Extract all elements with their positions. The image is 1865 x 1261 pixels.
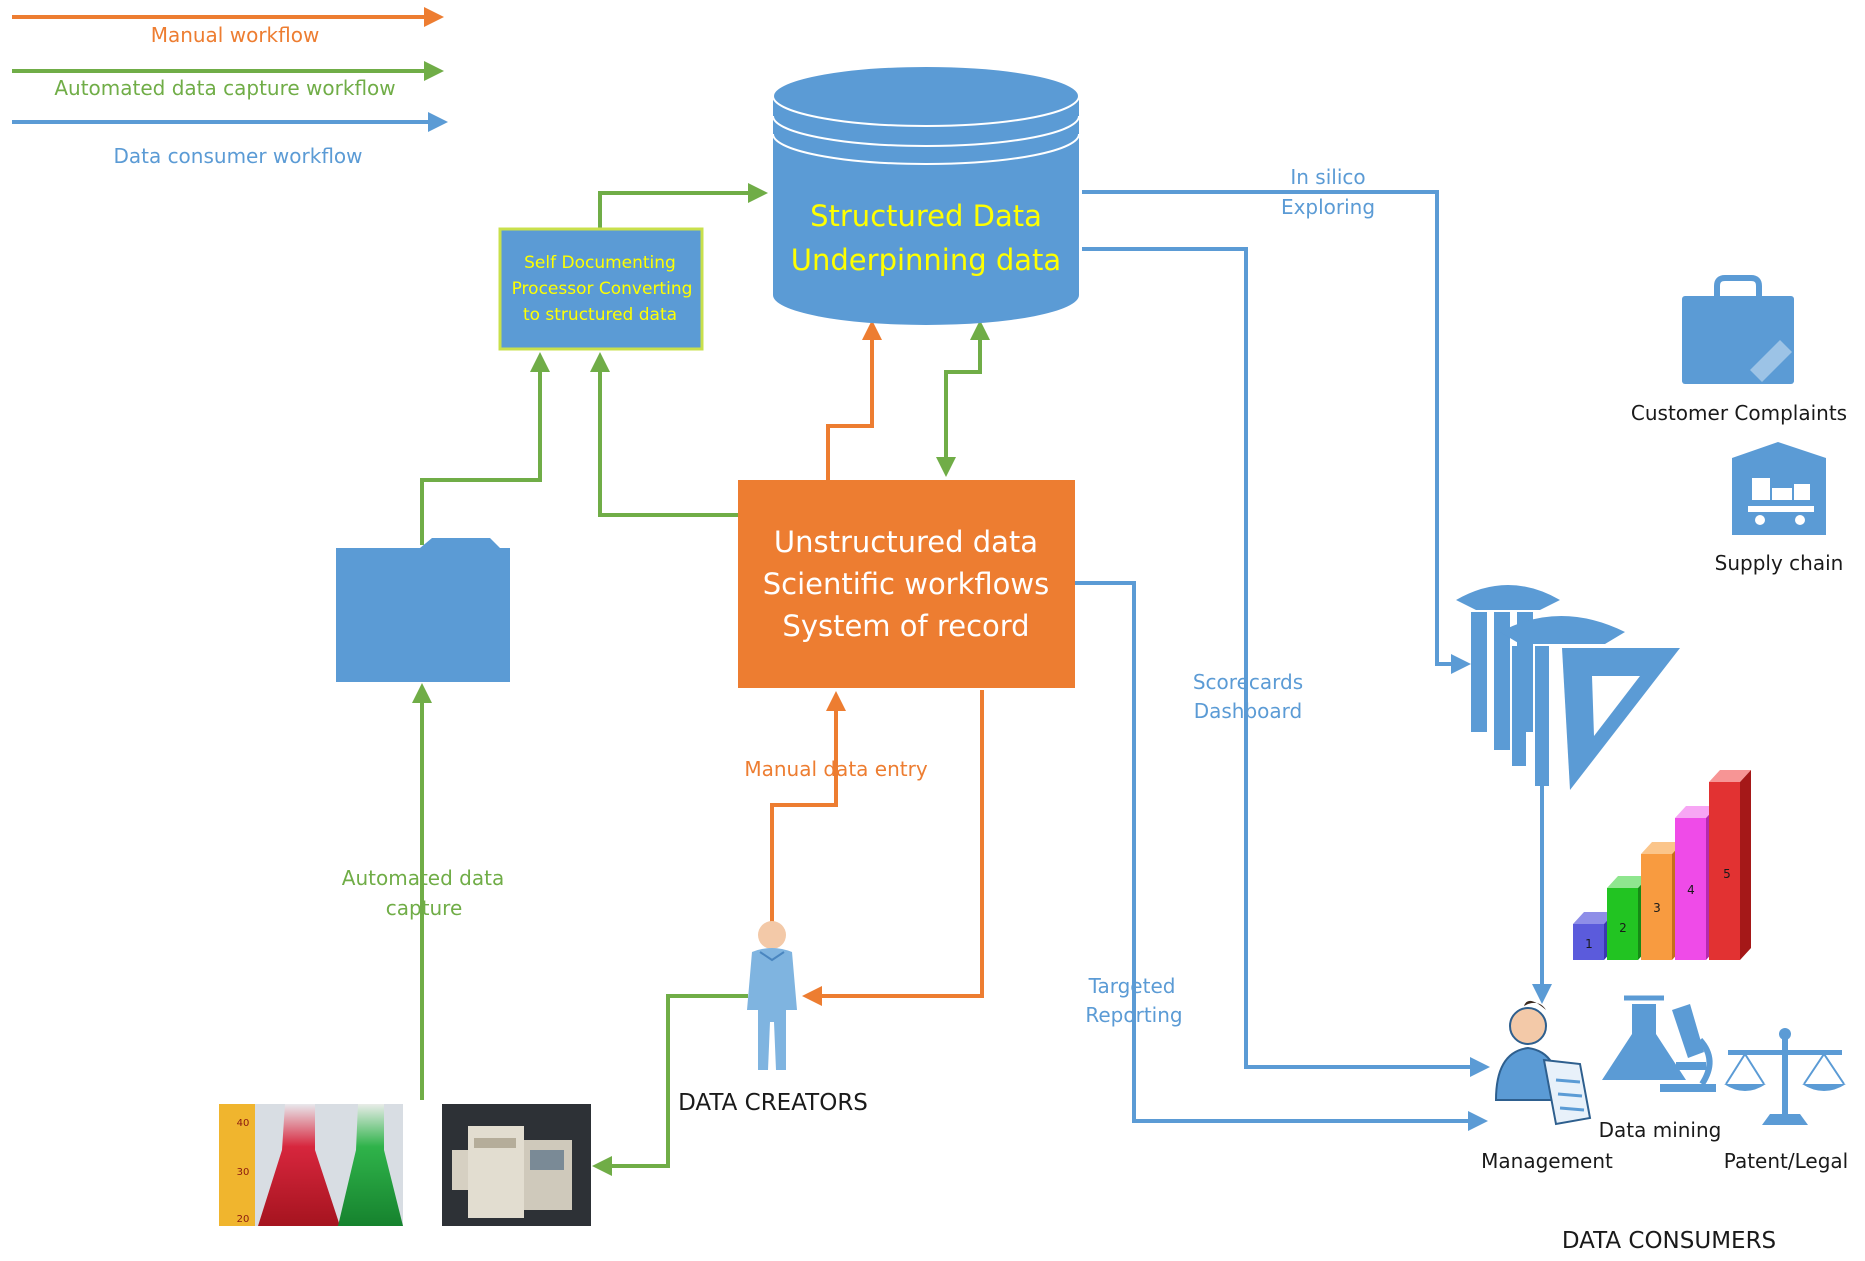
unstructured-box <box>738 480 1075 688</box>
data-consumers-title: DATA CONSUMERS <box>1562 1228 1776 1254</box>
arrow-unstructured-to-creators <box>802 690 984 1006</box>
briefcase-icon <box>1682 275 1794 384</box>
auto-capture-label-1: Automated data <box>342 866 504 890</box>
flow-labels: In silico Exploring Scorecards Dashboard… <box>342 165 1375 1027</box>
self-documenting-processor: Self Documenting Processor Converting to… <box>498 227 704 351</box>
drafting-tools-icon <box>1456 585 1680 790</box>
unstructured-label-line3: System of record <box>782 609 1029 643</box>
auto-capture-label-2: capture <box>386 896 463 920</box>
structured-data-database: Structured Data Underpinning data <box>772 65 1080 325</box>
warehouse-icon <box>1732 442 1826 535</box>
flask-scale-40: 40 <box>237 1118 250 1129</box>
unstructured-data-system: Unstructured data Scientific workflows S… <box>738 480 1075 688</box>
management-icon <box>1494 1000 1592 1126</box>
connectors <box>412 183 1552 1176</box>
database-label-line2: Underpinning data <box>791 243 1061 277</box>
manual-entry-label: Manual data entry <box>744 757 927 781</box>
database-body <box>773 96 1079 325</box>
database-label-line1: Structured Data <box>810 199 1042 233</box>
person-icon <box>747 921 797 1070</box>
arrow-scorecards-dashboard <box>1082 247 1490 1077</box>
lab-microscope-icon <box>1602 995 1716 1092</box>
legend-automated-label: Automated data capture workflow <box>54 76 395 100</box>
unstructured-label-line1: Unstructured data <box>774 525 1038 559</box>
data-mining-label: Data mining <box>1599 1118 1722 1142</box>
management-label: Management <box>1481 1149 1613 1173</box>
scales-icon <box>1724 1028 1846 1125</box>
legend-consumer-label: Data consumer workflow <box>113 144 362 168</box>
bar-label-5: 5 <box>1723 867 1731 881</box>
scorecards-label-1: Scorecards <box>1193 670 1303 694</box>
arrow-unstructured-to-database <box>826 320 882 480</box>
lab-instrument-image <box>442 1104 591 1226</box>
processor-label-line3: to structured data <box>523 305 677 325</box>
bar-label-2: 2 <box>1619 921 1627 935</box>
arrow-unstructured-database-sync <box>936 320 990 477</box>
arrow-unstructured-to-processor <box>590 352 738 517</box>
bar-label-1: 1 <box>1585 937 1593 951</box>
targeted-label-1: Targeted <box>1088 974 1176 998</box>
arrow-creators-to-instrument <box>592 994 748 1176</box>
in-silico-label-1: In silico <box>1290 165 1365 189</box>
data-creators-title: DATA CREATORS <box>678 1090 868 1116</box>
bar-chart-icon: 1 2 3 4 5 <box>1573 770 1751 960</box>
scorecards-label-2: Dashboard <box>1194 699 1303 723</box>
legend-manual-label: Manual workflow <box>151 23 320 47</box>
arrow-targeted-reporting <box>1075 581 1488 1131</box>
flask-scale-20: 20 <box>237 1214 250 1225</box>
legend: Manual workflow Automated data capture w… <box>12 7 448 168</box>
unstructured-label-line2: Scientific workflows <box>763 567 1050 601</box>
bar-label-4: 4 <box>1687 883 1695 897</box>
arrow-in-silico-exploring <box>1082 190 1471 674</box>
bar-label-3: 3 <box>1653 901 1661 915</box>
in-silico-label-2: Exploring <box>1281 195 1375 219</box>
supply-chain-label: Supply chain <box>1715 551 1844 575</box>
arrow-manual-data-entry <box>770 691 846 922</box>
arrow-processor-to-database <box>598 183 768 228</box>
targeted-label-2: Reporting <box>1085 1003 1182 1027</box>
processor-box <box>498 227 704 351</box>
customer-complaints-label: Customer Complaints <box>1631 401 1847 425</box>
database-top <box>772 65 1080 127</box>
arrow-folder-to-processor <box>420 352 550 545</box>
lab-flasks-image: 40 30 20 <box>219 1104 403 1226</box>
flask-scale-30: 30 <box>237 1167 250 1178</box>
folder-icon <box>336 538 510 682</box>
patent-legal-label: Patent/Legal <box>1724 1149 1848 1173</box>
processor-label-line2: Processor Converting <box>512 279 693 299</box>
processor-label-line1: Self Documenting <box>524 253 676 273</box>
